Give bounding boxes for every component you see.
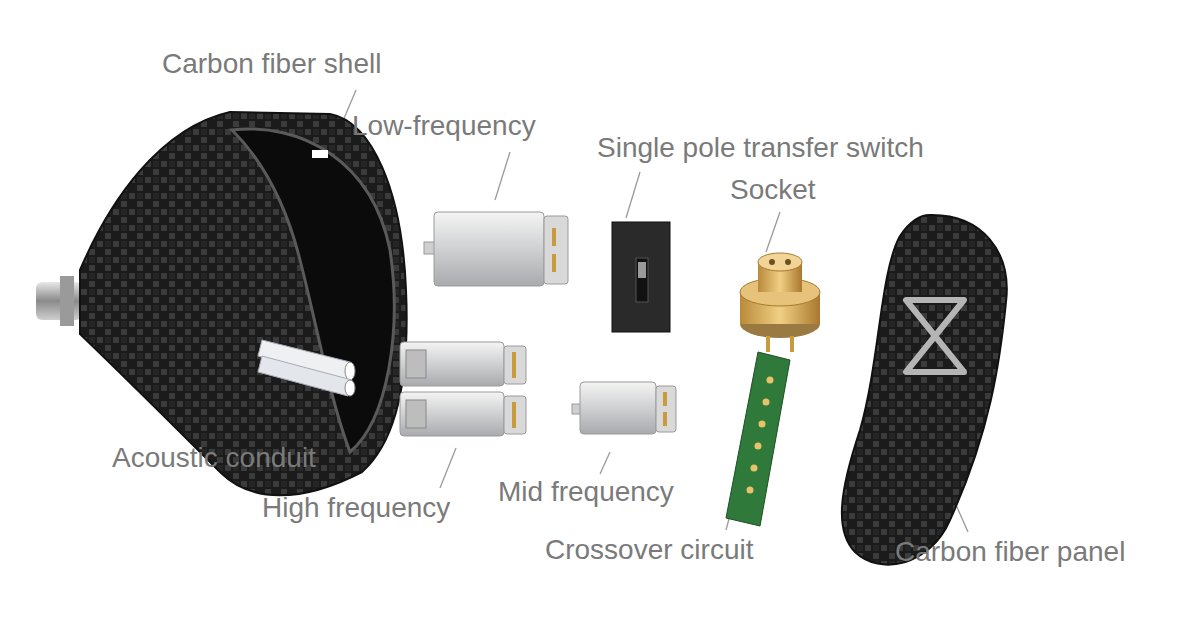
leader-line — [626, 172, 640, 218]
driver-body — [400, 392, 504, 436]
part-label: Socket — [730, 174, 816, 206]
driver-grille — [406, 350, 426, 378]
pcb-pad — [767, 377, 774, 384]
terminal — [663, 392, 667, 406]
acoustic-tube — [258, 356, 352, 396]
socket-face — [758, 253, 802, 271]
crossover-pcb — [726, 352, 790, 526]
switch-slot — [636, 258, 648, 302]
high-drivers — [400, 342, 526, 436]
terminal — [552, 254, 556, 272]
terminal — [512, 402, 516, 428]
pcb-pad — [759, 421, 766, 428]
part-label: Single pole transfer switch — [597, 132, 924, 164]
pcb-pad — [747, 487, 754, 494]
low-driver — [424, 212, 568, 286]
driver-grille — [406, 400, 426, 428]
part-label: Mid frequency — [498, 476, 674, 508]
shell-slot — [312, 150, 328, 158]
nozzle — [36, 282, 82, 320]
terminal — [552, 228, 556, 246]
part-label: Carbon fiber shell — [162, 48, 381, 80]
socket-pin — [769, 259, 775, 265]
driver-side — [504, 346, 526, 384]
part-label: Crossover circuit — [545, 534, 753, 566]
mid-driver — [572, 382, 676, 434]
driver-side — [656, 386, 676, 432]
panel-logo — [906, 300, 964, 372]
socket — [740, 253, 820, 352]
nozzle-ring — [60, 276, 74, 326]
socket-pin — [790, 336, 794, 352]
switch-body — [612, 222, 670, 332]
driver-body — [434, 212, 544, 286]
pcb-pad — [763, 399, 770, 406]
part-label: Acoustic conduit — [112, 442, 316, 474]
switch — [612, 222, 670, 332]
driver-side — [544, 216, 568, 284]
carbon-shell — [36, 112, 407, 495]
leader-line — [600, 452, 610, 474]
carbon-panel — [842, 215, 1007, 565]
part-label: Carbon fiber panel — [895, 536, 1125, 568]
driver-body — [400, 342, 504, 386]
part-label: High frequency — [262, 492, 450, 524]
driver-side — [504, 396, 526, 434]
pcb-pad — [755, 443, 762, 450]
leader-line — [766, 212, 780, 252]
shell-body — [80, 112, 407, 495]
switch-lever — [638, 262, 646, 278]
pcb-board — [726, 352, 790, 526]
leader-line — [440, 448, 456, 488]
tube-end — [345, 362, 355, 380]
part-label: Low-frequency — [352, 110, 536, 142]
tube-end — [345, 380, 355, 396]
terminal — [663, 412, 667, 426]
leader-line — [495, 152, 510, 200]
panel-body — [842, 215, 1007, 565]
pcb-pad — [751, 465, 758, 472]
socket-pin — [766, 336, 770, 352]
shell-cavity — [232, 129, 394, 452]
terminal — [512, 352, 516, 378]
socket-pin — [785, 259, 791, 265]
driver-body — [580, 382, 656, 434]
